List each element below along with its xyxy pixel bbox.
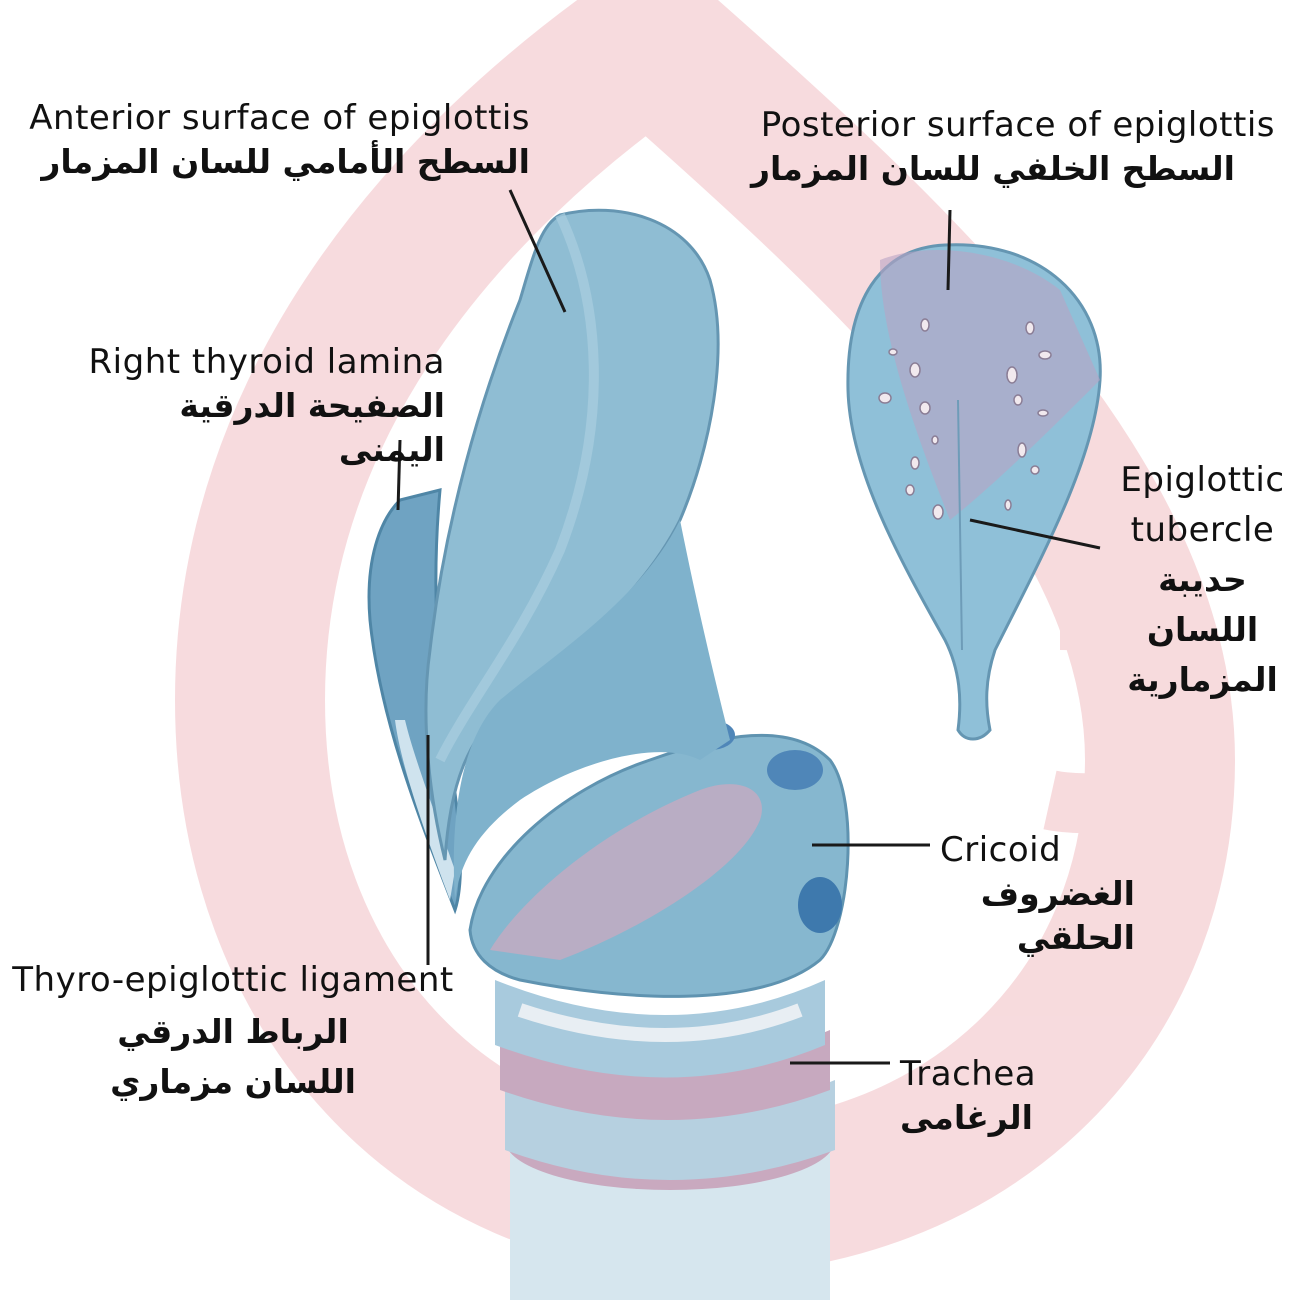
right-thyroid-lamina-ar: الصفيحة الدرقية اليمنى: [80, 384, 445, 472]
thyro-epiglottic-ligament-label: Thyro-epiglottic ligament الرباط الدرقي …: [8, 958, 458, 1104]
epiglottic-tubercle-en-1: Epiglottic: [1100, 455, 1305, 505]
epiglottic-tubercle-ar-2: المزمارية: [1100, 655, 1305, 705]
epiglottic-tubercle-en-2: tubercle: [1100, 505, 1305, 555]
posterior-surface-label: Posterior surface of epiglottis السطح ال…: [740, 103, 1275, 191]
thyro-epiglottic-ligament-en: Thyro-epiglottic ligament: [8, 958, 458, 1002]
epiglottic-tubercle-label: Epiglottic tubercle حديبة اللسان المزمار…: [1100, 455, 1305, 705]
thyro-epiglottic-ligament-ar-2: اللسان مزماري: [8, 1060, 458, 1104]
trachea-label: Trachea الرغامى: [900, 1052, 1060, 1140]
posterior-surface-en: Posterior surface of epiglottis: [740, 103, 1275, 147]
trachea-ar: الرغامى: [900, 1096, 1060, 1140]
thyro-epiglottic-ligament-ar-1: الرباط الدرقي: [8, 1010, 458, 1054]
trachea: [495, 980, 835, 1300]
epiglottic-tubercle-ar-1: حديبة اللسان: [1100, 555, 1305, 655]
cricoid-ar: الغضروف الحلقي: [860, 872, 1135, 960]
anterior-surface-ar: السطح الأمامي للسان المزمار: [20, 140, 530, 184]
leader-posterior: [948, 210, 950, 290]
trachea-en: Trachea: [900, 1052, 1060, 1096]
cricoid-en: Cricoid: [860, 828, 1135, 872]
cricoid-label: Cricoid الغضروف الحلقي: [860, 828, 1135, 960]
anterior-surface-label: Anterior surface of epiglottis السطح الأ…: [20, 96, 530, 184]
posterior-surface-ar: السطح الخلفي للسان المزمار: [740, 147, 1275, 191]
epiglottis-posterior: [848, 245, 1100, 739]
right-thyroid-lamina-label: Right thyroid lamina الصفيحة الدرقية الي…: [80, 340, 445, 472]
anterior-surface-en: Anterior surface of epiglottis: [20, 96, 530, 140]
right-thyroid-lamina-en: Right thyroid lamina: [80, 340, 445, 384]
